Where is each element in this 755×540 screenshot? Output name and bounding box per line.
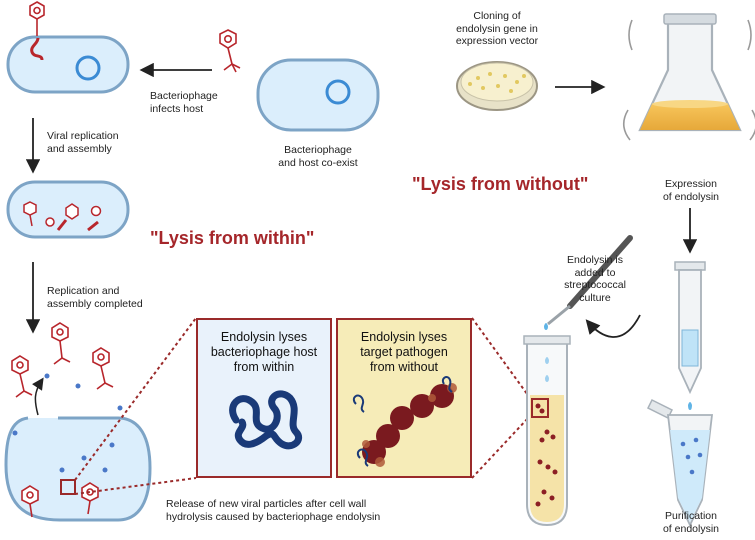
label-infects-host: Bacteriophage infects host (150, 90, 218, 115)
arrow-to-culture (585, 314, 641, 338)
pipette-icon (544, 235, 633, 330)
zoom-line-top (74, 317, 197, 481)
label-replication-completed: Replication and assembly completed (47, 285, 143, 310)
label-cloning: Cloning of endolysin gene in expression … (455, 10, 539, 47)
free-phage-icon (219, 29, 241, 73)
label-viral-replication: Viral replication and assembly (47, 130, 119, 155)
host-cell-replicating (6, 180, 130, 239)
label-expression: Expression of endolysin (662, 178, 720, 203)
panel-without-text: Endolysin lyses target pathogen from wit… (360, 330, 448, 374)
heading-lysis-within: "Lysis from within" (150, 228, 315, 248)
petri-dish-icon (456, 61, 538, 111)
heading-lysis-without: "Lysis from without" (412, 174, 589, 194)
panel-lysis-without: Endolysin lyses target pathogen from wit… (336, 318, 472, 478)
culture-test-tube-icon (523, 335, 571, 527)
host-cell-infected (6, 35, 130, 94)
label-purification: Purification of endolysin (662, 510, 720, 535)
phage-injecting-icon (29, 1, 45, 36)
purification-column-icon (674, 261, 706, 410)
host-cell-coexist (256, 58, 380, 132)
label-endolysin-added: Endolysin is added to streptococcal cult… (564, 254, 626, 304)
label-release: Release of new viral particles after cel… (166, 498, 381, 523)
zoom-line-tube-bottom (471, 415, 531, 479)
zoom-line-bottom (74, 477, 197, 495)
panel-within-text: Endolysin lyses bacteriophage host from … (210, 330, 318, 374)
microcentrifuge-tube-icon (646, 398, 714, 528)
panel-lysis-within: Endolysin lyses bacteriophage host from … (196, 318, 332, 478)
endolysin-molecules (12, 373, 123, 473)
streptococcal-chain-icon (352, 376, 457, 467)
label-coexist: Bacteriophage and host co-exist (278, 144, 358, 169)
zoom-line-tube-top (471, 317, 531, 399)
endolysin-protein-icon (229, 390, 303, 450)
released-phages (11, 322, 114, 518)
erlenmeyer-flask-icon (622, 13, 755, 141)
